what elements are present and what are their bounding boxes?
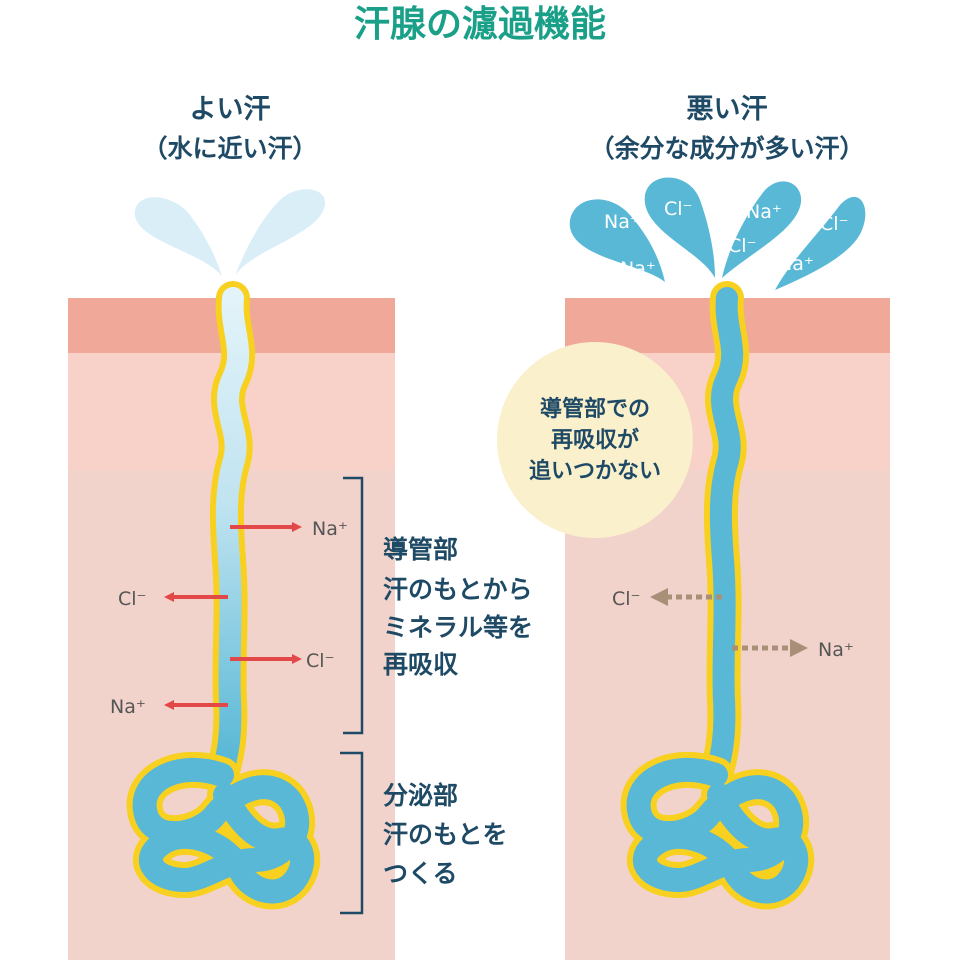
- ion-label: Cl⁻: [306, 650, 335, 672]
- drop-ion-label: Cl⁻: [728, 235, 757, 257]
- page-title: 汗腺の濾過機能: [354, 4, 606, 45]
- left-reabsorption-arrows: [164, 522, 302, 710]
- drop-ion-label: Cl⁻: [664, 198, 693, 220]
- gland-label-line: 汗のもとを: [383, 820, 508, 849]
- drop-ion-label: Na⁺: [604, 211, 640, 233]
- duct-label-line: 汗のもとから: [383, 575, 533, 604]
- duct-label-title: 導管部: [383, 535, 458, 564]
- duct-bracket: [343, 476, 364, 735]
- gland-label-line: つくる: [383, 859, 458, 888]
- ion-label: Cl⁻: [612, 588, 641, 610]
- ion-label: Cl⁻: [118, 588, 147, 610]
- drop-ion-label: Na⁺: [778, 253, 814, 275]
- bad-sweat-heading: 悪い汗: [687, 94, 768, 125]
- arrow-head: [650, 588, 668, 606]
- gland-bracket: [340, 751, 364, 915]
- arrow-head: [790, 639, 808, 657]
- good-sweat-heading: よい汗: [190, 94, 271, 125]
- bad-sweat-subheading: （余分な成分が多い汗）: [589, 134, 864, 163]
- bubble-text-line: 導管部での: [540, 396, 650, 422]
- drop-ion-label: Na⁺: [620, 258, 656, 280]
- ion-label: Na⁺: [312, 518, 348, 540]
- drop-ion-label: Cl⁻: [820, 213, 849, 235]
- right-sweat-drops: [569, 177, 866, 290]
- ion-label: Na⁺: [110, 696, 146, 718]
- left-secretory-coil: [126, 752, 321, 910]
- gland-label-title: 分泌部: [383, 781, 458, 810]
- right-secretory-coil: [620, 752, 815, 910]
- bubble-text-line: 再吸収が: [551, 427, 639, 453]
- good-sweat-subheading: （水に近い汗）: [142, 134, 317, 163]
- right-weak-arrows: [650, 588, 808, 657]
- drop-ion-label: Na⁺: [746, 201, 782, 223]
- duct-label-line: 再吸収: [383, 650, 459, 679]
- callout-bubble: [497, 342, 693, 538]
- ion-label: Na⁺: [818, 639, 854, 661]
- bubble-text-line: 追いつかない: [529, 458, 661, 484]
- left-water-drops: [134, 189, 326, 276]
- right-sweat-duct: [699, 281, 750, 792]
- duct-label-line: ミネラル等を: [383, 613, 533, 642]
- left-sweat-duct: [205, 281, 256, 792]
